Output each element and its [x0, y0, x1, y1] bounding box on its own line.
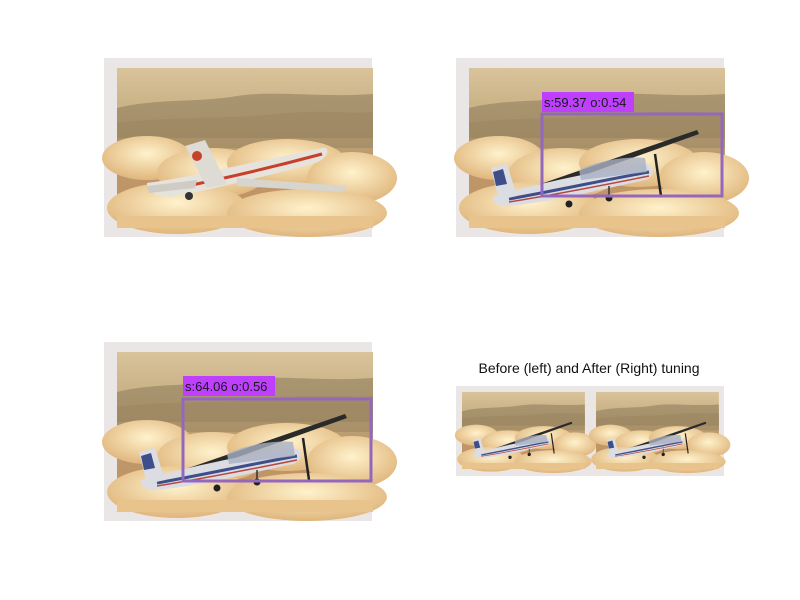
detection-label-bg	[542, 92, 634, 112]
detection-label-bg	[183, 376, 275, 396]
panel-detection-2: s:64.06 o:0.56	[102, 342, 397, 521]
before-thumbnail	[454, 392, 597, 474]
comparison-title: Before (left) and After (Right) tuning	[479, 360, 700, 376]
detection-label: s:59.37 o:0.54	[544, 95, 626, 110]
detection-box	[540, 112, 724, 198]
after-thumbnail	[588, 392, 731, 474]
panel-detection-1: s:59.37 o:0.54	[454, 58, 749, 237]
detection-box	[181, 397, 373, 483]
postcard-photo	[102, 68, 397, 237]
detection-label: s:64.06 o:0.56	[185, 379, 267, 394]
panel-comparison: Before (left) and After (Right) tuning	[454, 360, 731, 476]
panel-original	[102, 58, 397, 237]
